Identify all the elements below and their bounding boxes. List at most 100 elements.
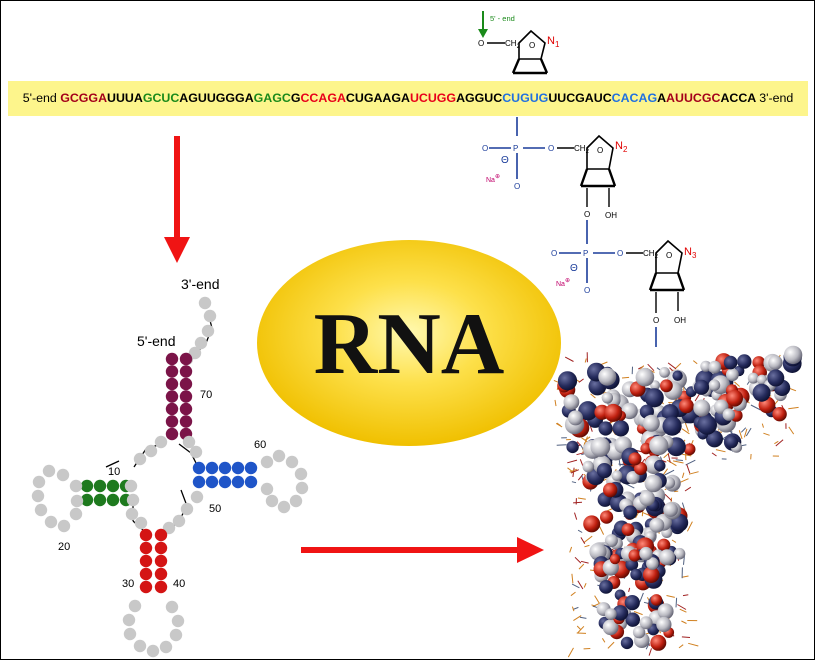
chem-p-2: P xyxy=(583,249,588,258)
nucleotide-t-loop xyxy=(260,482,274,496)
sequence-segment: GCGGA xyxy=(60,91,108,105)
atom-bond xyxy=(675,459,683,461)
nucleotide-junction xyxy=(124,479,138,493)
atom-bond xyxy=(564,356,574,362)
nucleotide-anticodon-stem xyxy=(139,580,153,594)
nucleotide-t-loop xyxy=(272,449,286,463)
nucleotide-junction xyxy=(172,514,186,528)
atom-bond xyxy=(570,591,576,597)
arrow-right xyxy=(301,537,544,563)
atom-bond xyxy=(574,512,578,520)
nucleotide-d-loop xyxy=(34,503,48,517)
atom-sphere xyxy=(723,355,738,370)
atom-bond xyxy=(571,606,575,612)
atom-bond xyxy=(577,497,586,500)
atom-bond xyxy=(684,486,692,492)
atom-sphere xyxy=(644,388,664,408)
atom-bond xyxy=(567,647,574,658)
atom-sphere xyxy=(683,443,696,456)
nucleotide-junction xyxy=(182,435,196,449)
chem-oh-1: OH xyxy=(605,211,617,220)
atom-sphere xyxy=(679,398,694,414)
atom-bond xyxy=(734,381,740,387)
position-label-70: 70 xyxy=(200,389,212,401)
atom-sphere xyxy=(767,369,785,387)
atom-sphere xyxy=(768,355,783,370)
nucleotide-anticodon-loop xyxy=(146,644,160,658)
atom-sphere xyxy=(639,546,653,561)
rna-title: RNA xyxy=(314,296,505,393)
chem-na-1: Na⊕ xyxy=(486,174,500,184)
chem-n2: N2 xyxy=(615,140,628,154)
atom-sphere xyxy=(568,410,583,426)
atom-sphere xyxy=(752,383,771,402)
nucleotide-t-stem xyxy=(231,461,245,475)
atom-sphere xyxy=(639,490,655,507)
atom-bond xyxy=(580,537,586,545)
atom-sphere xyxy=(604,403,623,422)
atom-sphere xyxy=(747,372,759,384)
sequence-5end-label: 5'-end xyxy=(22,91,57,105)
chem-o-p1-left: O xyxy=(482,144,488,153)
atom-sphere xyxy=(722,408,735,421)
atom-bond xyxy=(554,399,557,407)
atom-bond xyxy=(577,580,584,590)
atom-bond xyxy=(578,563,585,570)
atom-bond xyxy=(681,620,687,624)
atom-sphere xyxy=(557,371,578,391)
chemical-structure: 5' - end O CH2 O N1 P O O O Θ Na⊕ CH2 O xyxy=(478,11,697,347)
atom-bond xyxy=(775,439,784,447)
sequence-segment: UUUA xyxy=(107,91,143,105)
nucleotide-anticodon-loop xyxy=(165,600,179,614)
nucleotide-d-stem xyxy=(80,479,94,493)
atom-sphere xyxy=(612,420,629,437)
nucleotide-anticodon-stem xyxy=(154,567,168,581)
atom-bond xyxy=(577,529,583,533)
nucleotide-anticodon-stem xyxy=(139,541,153,555)
nucleotide-d-loop xyxy=(42,464,56,478)
atom-sphere xyxy=(635,367,655,387)
backbone-link xyxy=(105,460,120,468)
sequence-segment: G xyxy=(290,91,301,105)
nucleotide-junction xyxy=(190,490,204,504)
atom-bond xyxy=(667,453,671,463)
atom-sphere xyxy=(621,523,635,536)
atom-bond xyxy=(681,575,689,578)
atom-bond xyxy=(577,625,585,634)
atom-sphere xyxy=(640,442,652,455)
nucleotide-d-loop xyxy=(31,489,45,503)
chem-theta-1: Θ xyxy=(501,155,509,166)
atom-sphere xyxy=(660,379,673,393)
atom-sphere xyxy=(657,603,674,620)
chem-oh-2: OH xyxy=(674,316,686,325)
position-label-30: 30 xyxy=(122,578,134,590)
atom-sphere xyxy=(657,538,671,552)
sequence-segment: CUGAAGA xyxy=(345,91,410,105)
sequence-segment: AUUCGC xyxy=(666,91,721,105)
nucleotide-anticodon-loop xyxy=(123,627,137,641)
nucleotide-t-stem xyxy=(205,475,219,489)
atom-sphere xyxy=(650,634,667,651)
atom-bond xyxy=(621,376,630,379)
nucleotide-d-loop xyxy=(70,494,84,508)
atom-bond xyxy=(639,592,644,603)
atom-sphere xyxy=(624,595,640,611)
sequence-3end-label: 3'-end xyxy=(759,91,794,105)
atom-bond xyxy=(683,555,685,565)
atom-sphere xyxy=(596,463,613,479)
atom-bond xyxy=(583,582,587,588)
atom-bond xyxy=(591,604,596,607)
sequence-bases: GCGGAUUUAGCUCAGUUGGGAGAGCGCCAGACUGAAGAUC… xyxy=(60,91,759,105)
chem-o-p2-left: O xyxy=(551,249,557,258)
nucleotide-anticodon-stem xyxy=(139,528,153,542)
atom-sphere xyxy=(737,354,752,369)
nucleotide-junction xyxy=(144,444,158,458)
atom-bond xyxy=(761,423,764,428)
atom-sphere xyxy=(693,379,710,395)
atom-bond xyxy=(571,583,580,589)
atom-bond xyxy=(640,365,645,370)
nucleotide-t-stem xyxy=(218,475,232,489)
atom-bond xyxy=(715,449,726,453)
atom-bond xyxy=(685,459,696,466)
atom-sphere xyxy=(654,459,666,472)
